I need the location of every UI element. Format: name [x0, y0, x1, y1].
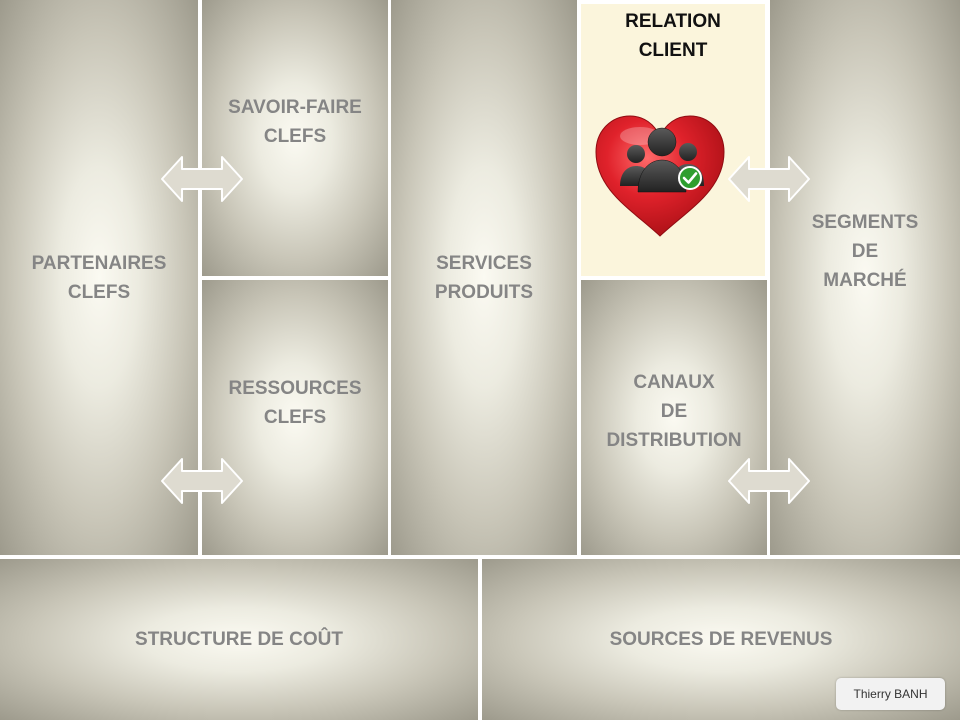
block-key-resources: RESSOURCES CLEFS: [202, 280, 388, 555]
double-arrow-icon: [161, 156, 243, 202]
block-key-activities: SAVOIR-FAIRE CLEFS: [202, 0, 388, 276]
heart-with-users-check-icon: [595, 115, 725, 237]
block-label-key-resources: RESSOURCES CLEFS: [228, 377, 362, 428]
block-label-customer-relationships: RELATION CLIENT: [625, 11, 721, 61]
block-label-key-partners: PARTENAIRES CLEFS: [31, 252, 167, 303]
block-customer-segments: SEGMENTS DE MARCHÉ: [770, 0, 960, 555]
author-credit: Thierry BANH: [836, 678, 945, 710]
block-label-value-proposition: SERVICES PRODUITS: [434, 252, 534, 303]
block-key-partners: PARTENAIRES CLEFS: [0, 0, 198, 555]
block-label-key-activities: SAVOIR-FAIRE CLEFS: [228, 97, 362, 147]
block-value-proposition: SERVICES PRODUITS: [391, 0, 577, 555]
block-label-revenue-streams: SOURCES DE REVENUS: [609, 629, 833, 650]
block-customer-relationships: RELATION CLIENT: [577, 0, 769, 280]
block-cost-structure: STRUCTURE DE COÛT: [0, 559, 478, 720]
double-arrow-icon: [161, 458, 243, 504]
block-label-channels: CANAUX DE DISTRIBUTION: [606, 371, 742, 451]
block-label-customer-segments: SEGMENTS DE MARCHÉ: [811, 212, 919, 291]
block-label-cost-structure: STRUCTURE DE COÛT: [135, 629, 343, 650]
author-name: Thierry BANH: [853, 687, 928, 701]
block-channels: CANAUX DE DISTRIBUTION: [581, 280, 767, 555]
double-arrow-icon: [728, 156, 810, 202]
double-arrow-icon: [728, 458, 810, 504]
